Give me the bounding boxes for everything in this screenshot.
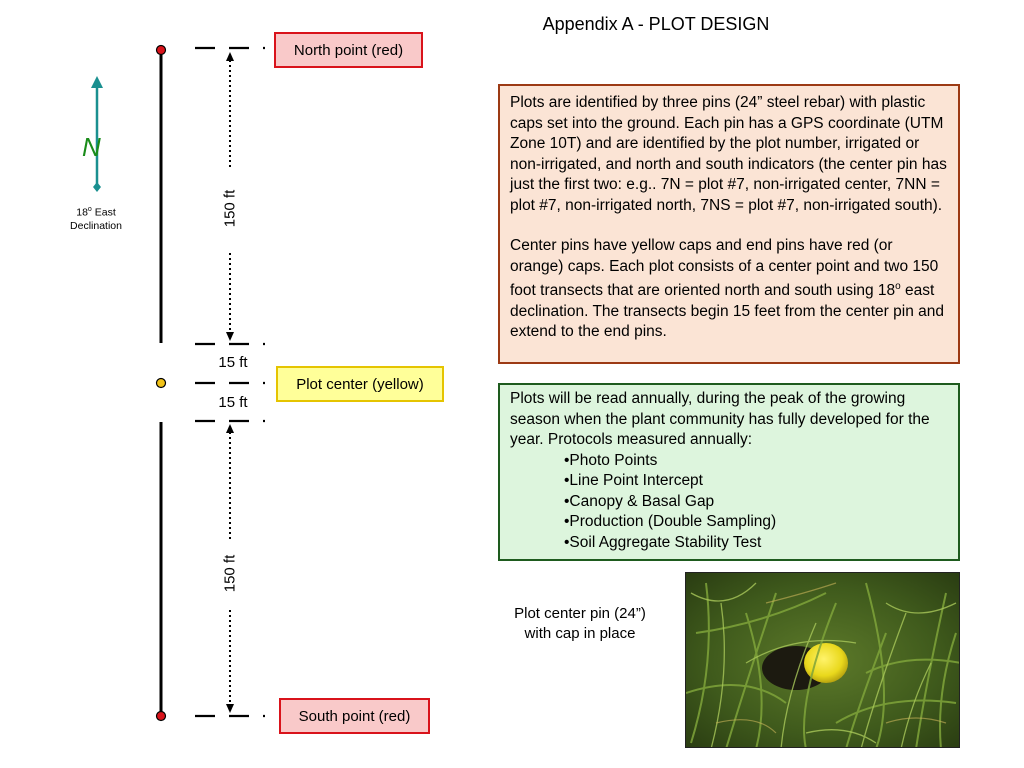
declination-text: East [91, 206, 116, 219]
pin-identification-info-box: Plots are identified by three pins (24” … [498, 84, 960, 364]
info1-paragraph-2-a: Center pins have yellow caps and end pin… [510, 237, 939, 300]
compass-arrow [91, 76, 103, 192]
info1-paragraph-2: Center pins have yellow caps and end pin… [510, 236, 948, 343]
info1-paragraph-1: Plots are identified by three pins (24” … [510, 94, 947, 214]
plot-center-pin-photo [685, 572, 960, 748]
photo-caption: Plot center pin (24”) with cap in place [490, 604, 670, 644]
protocol-item: •Line Point Intercept [564, 472, 703, 489]
protocol-item: •Production (Double Sampling) [564, 513, 777, 530]
north-distance-label: 150 ft [221, 189, 239, 228]
photo-caption-line2: with cap in place [524, 625, 636, 642]
north-letter-label: N [82, 132, 101, 162]
south-dimension-arrow-up [226, 424, 234, 433]
info1-degree: o [895, 281, 901, 292]
south-point-label: South point (red) [279, 698, 430, 734]
page-title: Appendix A - PLOT DESIGN [542, 14, 770, 34]
south-pin [155, 710, 167, 722]
declination-line2: Declination [70, 219, 122, 232]
protocols-info-box: Plots will be read annually, during the … [498, 383, 960, 561]
south-distance-label: 150 ft [221, 554, 239, 593]
north-dimension-arrow-up [226, 52, 234, 61]
declination-degree: o [87, 206, 92, 213]
declination-label: 18o East Declination [56, 203, 136, 233]
protocol-item: •Photo Points [564, 451, 658, 469]
info1-paragraph-2-b: east declination. The transects begin 15… [510, 282, 944, 341]
plot-center-label: Plot center (yellow) [276, 366, 444, 402]
north-point-label: North point (red) [274, 32, 423, 68]
protocol-item: •Soil Aggregate Stability Test [564, 533, 762, 551]
top-offset-label: 15 ft [218, 354, 248, 371]
info2-intro: Plots will be read annually, during the … [510, 390, 930, 448]
declination-value: 18 [76, 206, 88, 219]
center-pin [155, 377, 167, 389]
bottom-offset-label: 15 ft [218, 394, 248, 411]
south-dimension-arrow-down [226, 704, 234, 713]
north-dimension-arrow-down [226, 332, 234, 341]
protocol-item: •Canopy & Basal Gap [564, 492, 715, 510]
protocol-list: •Photo Points •Line Point Intercept •Can… [510, 451, 948, 554]
north-pin [155, 44, 167, 56]
grass-photo-image [686, 573, 959, 747]
photo-caption-line1: Plot center pin (24”) [514, 605, 646, 622]
